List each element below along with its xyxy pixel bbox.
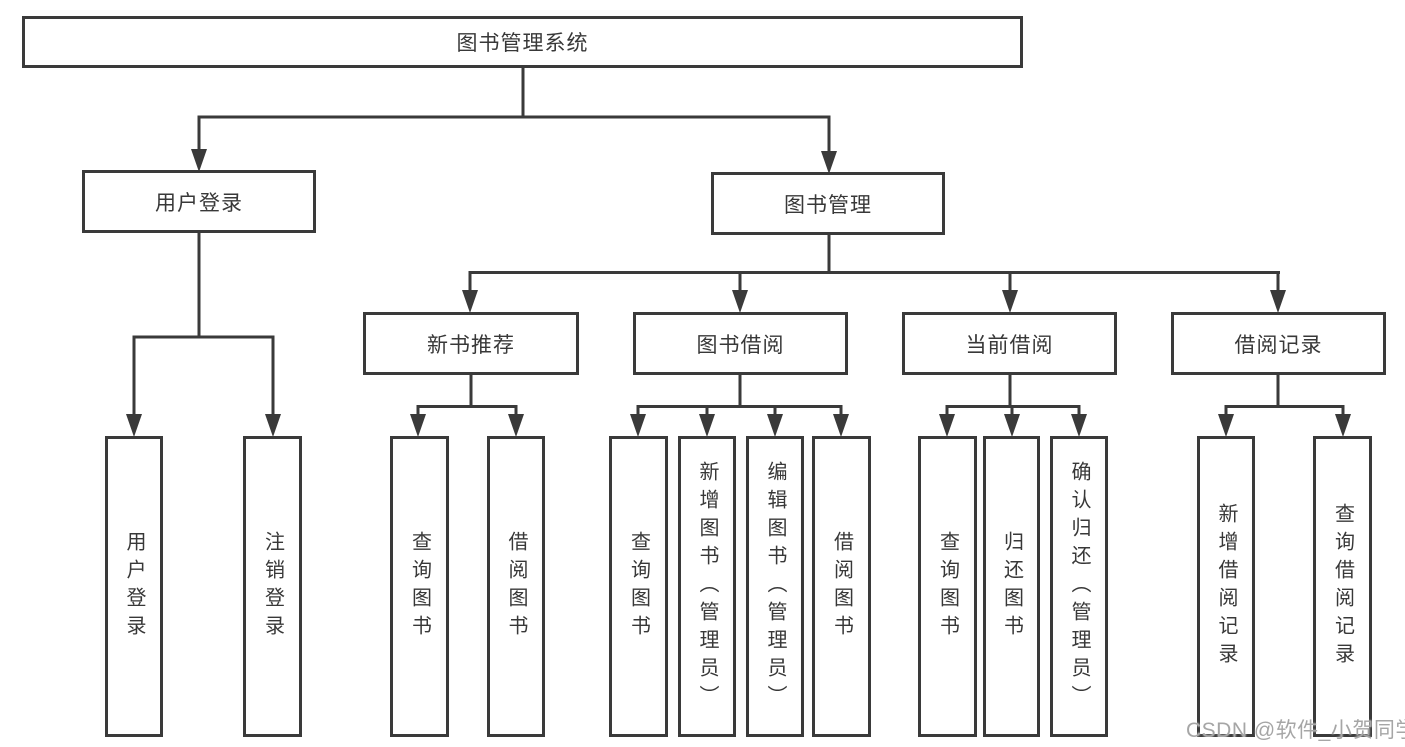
leaf-add-borrow-record: 新增借阅记录 — [1197, 436, 1255, 737]
arrowhead-icon — [410, 414, 426, 437]
tree-edges — [132, 68, 1345, 419]
csdn-watermark: CSDN @软件_小贺同学 — [1186, 719, 1405, 742]
leaf-return-book: 归还图书 — [983, 436, 1040, 737]
leaf-confirm-return-admin-label: 确认归还（管理员） — [1068, 460, 1090, 713]
node-user-login: 用户登录 — [82, 170, 316, 233]
leaf-borrow-book: 借阅图书 — [812, 436, 871, 737]
arrowhead-icon — [767, 414, 783, 437]
arrowhead-icon — [1071, 414, 1087, 437]
leaf-add-borrow-record-label: 新增借阅记录 — [1215, 502, 1237, 671]
leaf-query-borrow-record-label: 查询借阅记录 — [1331, 502, 1354, 671]
node-book-borrow: 图书借阅 — [633, 312, 848, 375]
leaf-confirm-return-admin: 确认归还（管理员） — [1050, 436, 1108, 737]
leaf-query-borrow-record: 查询借阅记录 — [1313, 436, 1372, 737]
leaf-user-login: 用户登录 — [105, 436, 163, 737]
arrowhead-icon — [126, 414, 142, 437]
arrowhead-icon — [191, 149, 207, 172]
arrowhead-icon — [508, 414, 524, 437]
arrowhead-icon — [1335, 414, 1351, 437]
node-borrow-record-label: 借阅记录 — [1234, 333, 1323, 357]
leaf-query-book-current: 查询图书 — [918, 436, 977, 737]
node-current-borrow: 当前借阅 — [902, 312, 1117, 375]
leaf-query-book-current-label: 查询图书 — [936, 530, 959, 643]
arrowhead-icon — [1002, 290, 1018, 313]
leaf-query-book-borrow: 查询图书 — [609, 436, 668, 737]
arrowhead-icon — [1270, 290, 1286, 313]
leaf-return-book-label: 归还图书 — [1000, 530, 1023, 643]
node-borrow-record: 借阅记录 — [1171, 312, 1386, 375]
arrowhead-icon — [833, 414, 849, 437]
leaf-borrow-book-label: 借阅图书 — [830, 530, 853, 643]
leaf-borrow-book-recommend: 借阅图书 — [487, 436, 545, 737]
node-root: 图书管理系统 — [22, 16, 1023, 68]
leaf-logout: 注销登录 — [243, 436, 302, 737]
leaf-query-book-recommend-label: 查询图书 — [408, 530, 431, 643]
node-new-book-recommend: 新书推荐 — [363, 312, 579, 375]
arrowhead-icon — [821, 151, 837, 174]
node-new-book-recommend-label: 新书推荐 — [427, 333, 515, 357]
arrowheads — [126, 149, 1351, 437]
arrowhead-icon — [732, 290, 748, 313]
arrowhead-icon — [630, 414, 646, 437]
arrowhead-icon — [1004, 414, 1020, 437]
node-current-borrow-label: 当前借阅 — [965, 333, 1054, 357]
node-user-login-label: 用户登录 — [155, 191, 243, 215]
leaf-logout-label: 注销登录 — [261, 530, 284, 643]
leaf-edit-book-admin-label: 编辑图书（管理员） — [764, 460, 786, 713]
leaf-borrow-book-recommend-label: 借阅图书 — [505, 530, 527, 643]
arrowhead-icon — [699, 414, 715, 437]
leaf-edit-book-admin: 编辑图书（管理员） — [746, 436, 804, 737]
node-root-label: 图书管理系统 — [456, 32, 589, 55]
node-book-management: 图书管理 — [711, 172, 945, 235]
arrowhead-icon — [462, 290, 478, 313]
leaf-add-book-admin: 新增图书（管理员） — [678, 436, 736, 737]
leaf-add-book-admin-label: 新增图书（管理员） — [696, 460, 718, 713]
arrowhead-icon — [265, 414, 281, 437]
arrowhead-icon — [939, 414, 955, 437]
node-book-management-label: 图书管理 — [784, 193, 872, 217]
leaf-query-book-borrow-label: 查询图书 — [627, 530, 650, 643]
leaf-query-book-recommend: 查询图书 — [390, 436, 449, 737]
arrowhead-icon — [1218, 414, 1234, 437]
leaf-user-login-label: 用户登录 — [123, 530, 145, 643]
node-book-borrow-label: 图书借阅 — [696, 333, 785, 357]
